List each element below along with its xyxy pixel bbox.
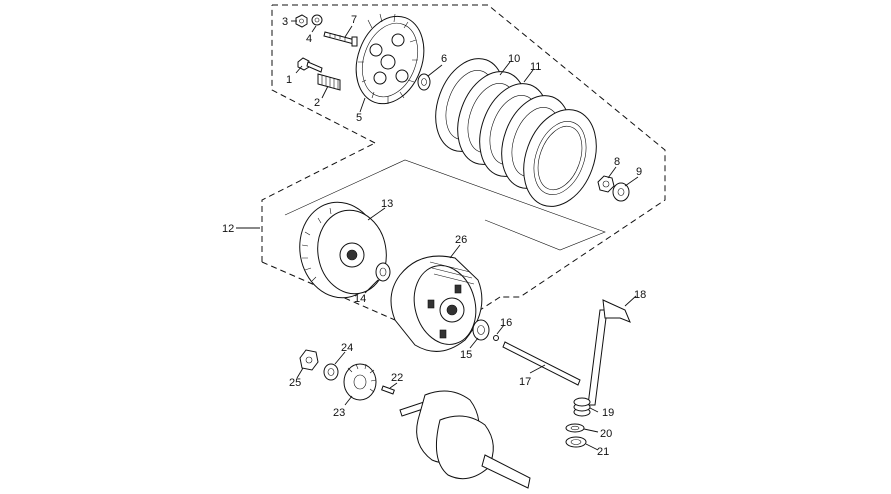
part-lock-washer-9 xyxy=(612,182,630,202)
part-key-22 xyxy=(381,385,395,395)
callout-16: 16 xyxy=(500,317,512,329)
callout-10: 10 xyxy=(508,53,520,65)
callout-26: 26 xyxy=(455,234,467,246)
callout-19: 19 xyxy=(602,407,614,419)
callout-labels: 1 2 3 4 5 6 7 8 9 10 11 12 13 14 15 16 1… xyxy=(222,14,646,458)
part-washer-14 xyxy=(375,262,391,282)
callout-25: 25 xyxy=(289,377,301,389)
part-pusher-6 xyxy=(417,73,431,91)
part-pressure-plate-5 xyxy=(355,13,425,105)
callout-11: 11 xyxy=(530,61,541,73)
callout-15: 15 xyxy=(460,349,472,361)
callout-24: 24 xyxy=(341,342,353,354)
callout-2: 2 xyxy=(314,97,320,109)
callout-12: 12 xyxy=(222,223,234,235)
part-stud-7 xyxy=(323,31,358,47)
callout-18: 18 xyxy=(634,289,646,301)
part-nut-25 xyxy=(299,349,319,371)
callout-5: 5 xyxy=(356,112,362,124)
inner-group-outline xyxy=(284,159,606,251)
callout-20: 20 xyxy=(600,428,612,440)
part-spring-19 xyxy=(573,397,591,417)
upper-kit-boundary xyxy=(271,4,666,298)
callout-8: 8 xyxy=(614,156,620,168)
callout-6: 6 xyxy=(441,53,447,65)
callout-1: 1 xyxy=(286,74,292,86)
callout-13: 13 xyxy=(381,198,393,210)
part-spring-2 xyxy=(317,73,341,91)
leader-lines xyxy=(236,20,639,451)
part-bolt-1 xyxy=(297,57,323,73)
part-crankshaft xyxy=(399,390,531,489)
part-oil-seal-21 xyxy=(565,436,587,448)
part-washer-24 xyxy=(323,363,339,381)
part-washer-4 xyxy=(311,14,323,26)
callout-23: 23 xyxy=(333,407,345,419)
part-ball-16 xyxy=(493,335,499,341)
callout-7: 7 xyxy=(351,14,357,26)
part-release-shaft-18 xyxy=(587,299,631,406)
part-nut-8 xyxy=(597,175,615,193)
part-push-rod-17 xyxy=(502,341,581,386)
part-nut-3 xyxy=(295,14,308,28)
part-washer-20 xyxy=(565,423,585,433)
callout-14: 14 xyxy=(354,293,366,305)
part-washer-15 xyxy=(472,319,490,341)
callout-9: 9 xyxy=(636,166,642,178)
callout-21: 21 xyxy=(597,446,609,458)
callout-3: 3 xyxy=(282,16,288,28)
callout-4: 4 xyxy=(306,33,312,45)
callout-17: 17 xyxy=(519,376,531,388)
part-drive-gear-23 xyxy=(343,363,377,401)
callout-22: 22 xyxy=(391,372,403,384)
part-clutch-plates-10-11 xyxy=(435,58,597,207)
part-clutch-drum-13 xyxy=(299,201,387,299)
part-clutch-housing-26 xyxy=(390,255,483,352)
